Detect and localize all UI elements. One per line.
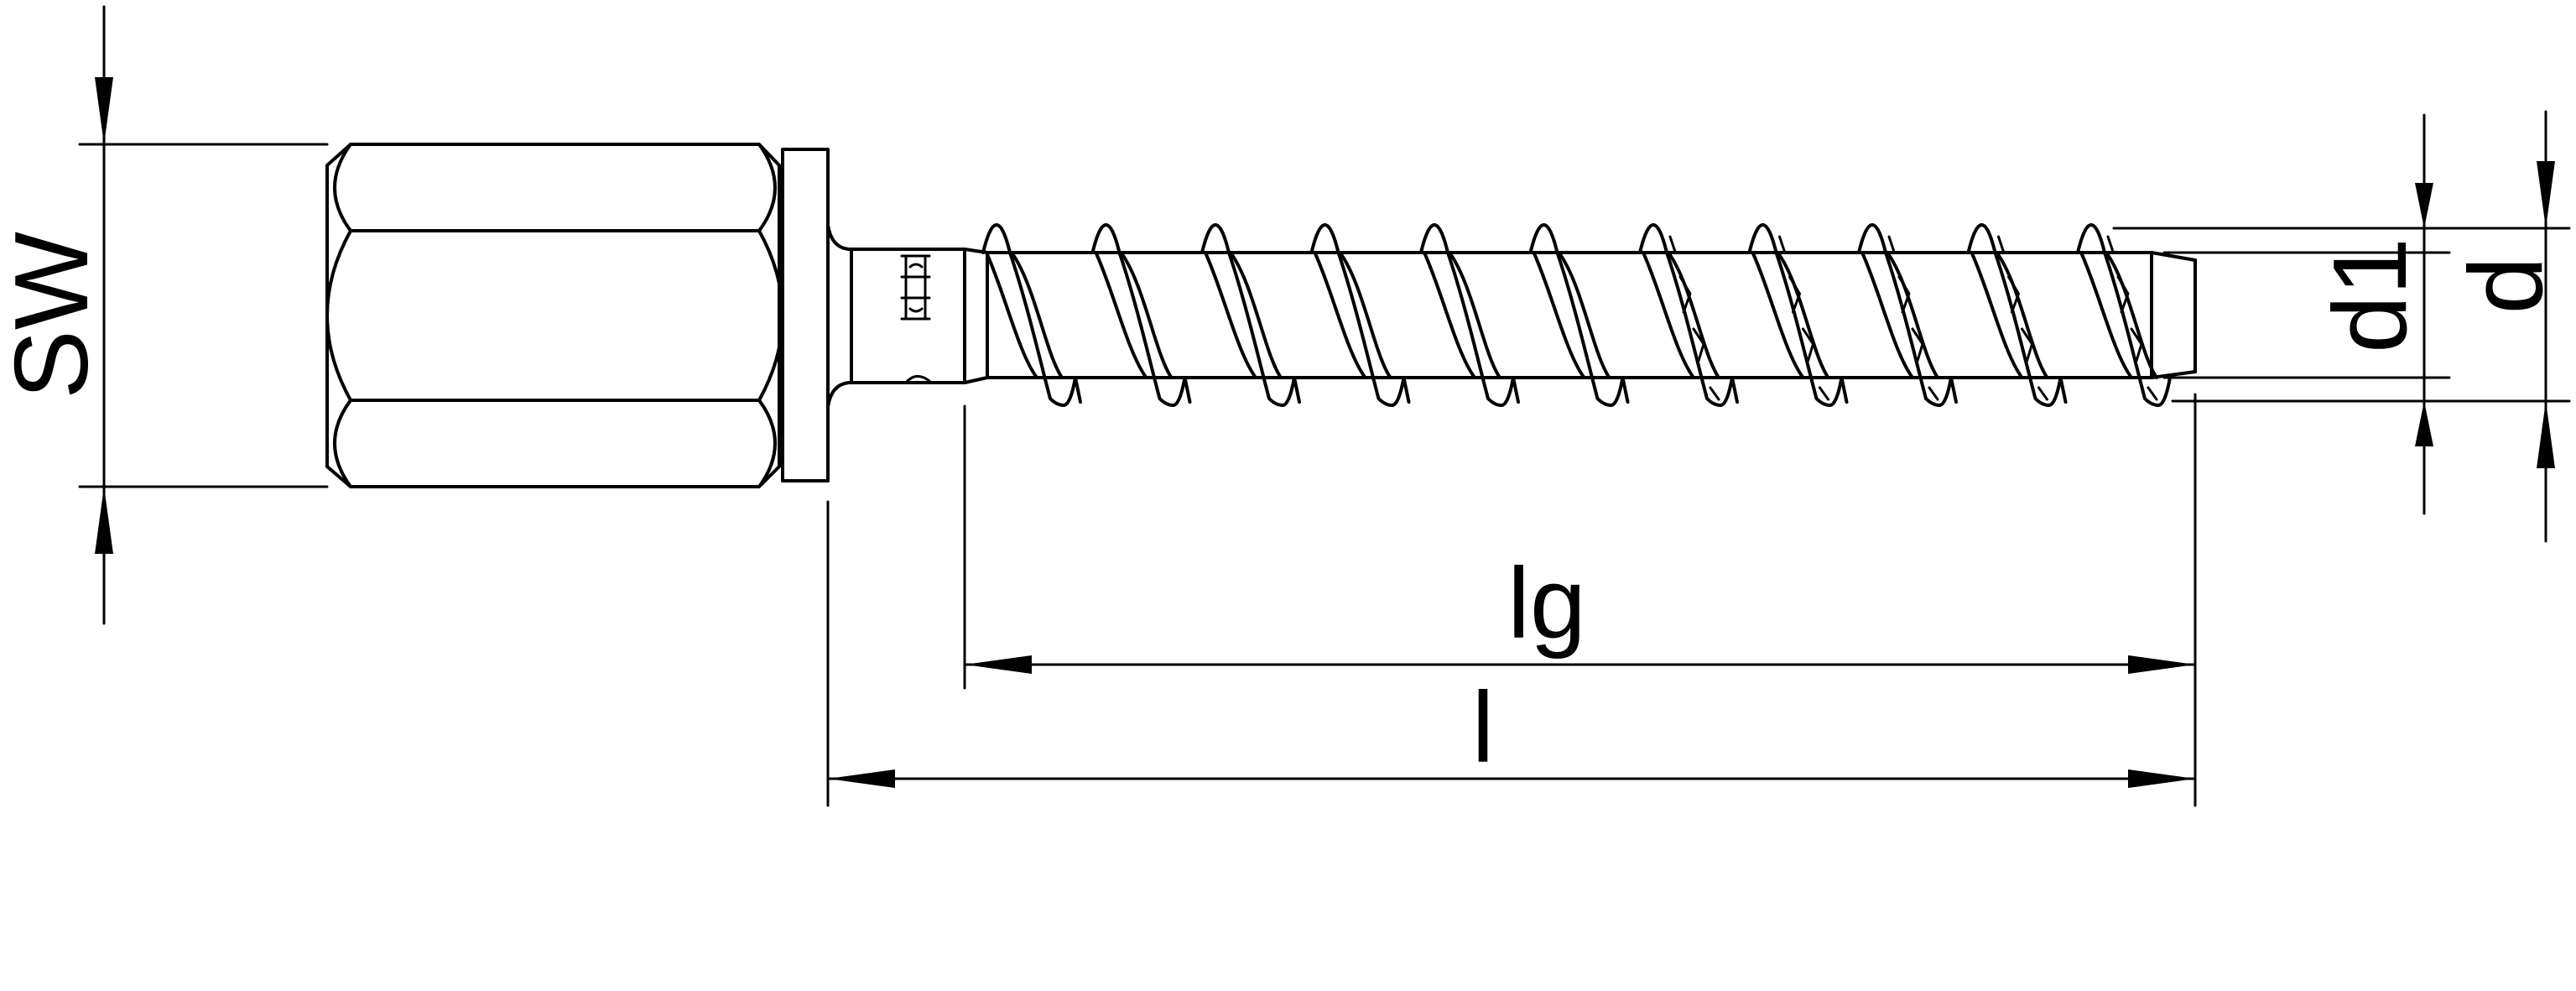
screw-neck bbox=[826, 223, 989, 409]
thread-flight bbox=[1747, 223, 1849, 407]
washer bbox=[781, 148, 830, 482]
cutting-edge-mark bbox=[1997, 235, 2048, 401]
thread-flight bbox=[2076, 223, 2172, 407]
l-label: l bbox=[1472, 671, 1495, 784]
thread-flight bbox=[1857, 223, 1958, 407]
hex-nut bbox=[325, 143, 784, 488]
thread-flight bbox=[1638, 223, 1739, 407]
lg-arrow-left bbox=[965, 655, 1032, 674]
lg-label: lg bbox=[1507, 547, 1585, 660]
sw-arrow-bottom bbox=[95, 487, 113, 554]
cutting-edge-mark bbox=[2106, 235, 2158, 401]
cutting-edge-marks bbox=[1668, 235, 2158, 401]
cutting-edge-mark bbox=[1668, 235, 1720, 401]
thread-flight bbox=[1419, 223, 1520, 407]
thread-flight bbox=[1966, 223, 2068, 407]
thread-flight bbox=[981, 223, 1082, 407]
head-marking bbox=[900, 254, 931, 384]
cutting-edge-mark bbox=[1778, 235, 1829, 401]
d1-label: d1 bbox=[2313, 237, 2428, 353]
cutting-edge-mark bbox=[1887, 235, 1939, 401]
l-arrow-left bbox=[828, 769, 895, 788]
thread-flights bbox=[981, 223, 2172, 407]
thread-flight bbox=[1528, 223, 1630, 407]
d1-arrow-bottom bbox=[2415, 401, 2433, 446]
sw-arrow-top bbox=[95, 77, 113, 144]
d-arrow-top bbox=[2537, 161, 2555, 228]
lg-arrow-right bbox=[2128, 655, 2195, 674]
threaded-shank bbox=[981, 223, 2197, 407]
d1-arrow-top bbox=[2415, 183, 2433, 228]
d-arrow-bottom bbox=[2537, 401, 2555, 468]
thread-flight bbox=[1309, 223, 1411, 407]
thread-flight bbox=[1200, 223, 1301, 407]
d-label: d bbox=[2449, 257, 2564, 315]
l-arrow-right bbox=[2128, 769, 2195, 788]
dimension-arrows bbox=[95, 77, 2555, 788]
thread-flight bbox=[1090, 223, 1192, 407]
sw-label: SW bbox=[0, 232, 110, 399]
extension-lines bbox=[78, 143, 2571, 807]
